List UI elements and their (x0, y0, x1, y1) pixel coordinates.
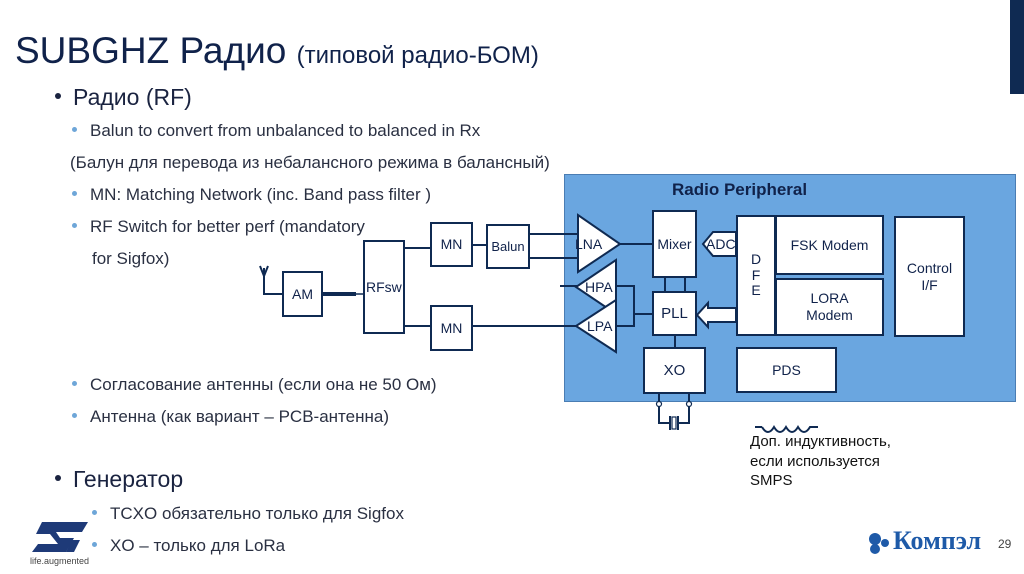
hpa-triangle (574, 258, 617, 316)
mn-top-block: MN (430, 222, 473, 267)
fsk-modem-block: FSK Modem (775, 215, 884, 275)
balun-block: Balun (486, 224, 530, 269)
title-sub: (типовой радио-БОМ) (296, 42, 539, 69)
am-block: AM (282, 271, 323, 317)
bullet-antenna: Антенна (как вариант – PCB-антенна) (72, 407, 389, 427)
kompel-brand: Компэл (893, 526, 982, 555)
bullet-rfsw-cont: for Sigfox) (92, 249, 170, 268)
dfe-pll-arrow (695, 300, 737, 330)
adc-label: ADC (706, 236, 736, 252)
mixer-block: Mixer (652, 210, 697, 278)
kompel-logo-icon (869, 533, 889, 554)
bullet-balun: Balun to convert from unbalanced to bala… (72, 121, 480, 141)
bullet-xo: XO – только для LoRa (92, 536, 285, 556)
lpa-triangle (574, 298, 617, 354)
bullet-generator: Генератор (55, 466, 183, 493)
pds-block: PDS (736, 347, 837, 393)
xo-block: XO (643, 347, 706, 394)
lpa-label: LPA (587, 318, 613, 334)
lna-label: LNA (575, 236, 603, 252)
radio-peripheral-title: Radio Peripheral (672, 180, 808, 199)
bullet-balun-ru: (Балун для перевода из небалансного режи… (70, 153, 550, 172)
st-logo-icon (32, 522, 88, 552)
page-number: 29 (998, 537, 1012, 551)
mn-bottom-block: MN (430, 305, 473, 351)
bullet-radio: Радио (RF) (55, 84, 192, 111)
inductor-icon (755, 425, 818, 433)
title-main: SUBGHZ Радио (15, 30, 287, 71)
bullet-rfsw: RF Switch for better perf (mandatory (72, 217, 365, 237)
hpa-label: HPA (585, 279, 613, 295)
st-tagline: life.augmented (30, 556, 90, 566)
bullet-antenna-match: Согласование антенны (если она не 50 Ом) (72, 375, 437, 395)
corner-accent-bar (1010, 0, 1024, 94)
inductor-note: Доп. индуктивность, если используется SM… (750, 433, 891, 489)
bullet-tcxo: TCXO обязательно только для Sigfox (92, 504, 404, 524)
bullet-mn: MN: Matching Network (inc. Band pass fil… (72, 185, 431, 205)
lna-triangle (577, 213, 622, 274)
pll-block: PLL (652, 291, 697, 336)
slide-title: SUBGHZ Радио (типовой радио-БОМ) (15, 30, 539, 72)
antenna-icon (259, 265, 269, 279)
dfe-block: D F E (736, 215, 776, 336)
rf-switch-block: RFsw (363, 240, 405, 334)
